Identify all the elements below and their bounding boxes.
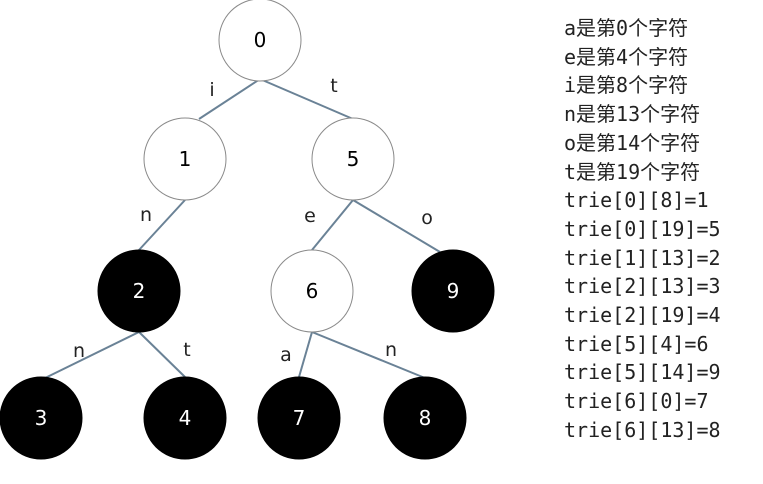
note-line: trie[5][14]=9 <box>564 360 721 385</box>
note-line: trie[6][0]=7 <box>564 389 709 414</box>
node-label-4: 4 <box>179 406 192 430</box>
node-circle-7 <box>257 376 341 460</box>
node-label-3: 3 <box>35 406 48 430</box>
edge-label-5-6: e <box>304 205 316 227</box>
edge-label-0-5: t <box>330 75 337 97</box>
note-line: t是第19个字符 <box>564 159 701 184</box>
edge-5-6 <box>311 199 354 251</box>
node-0: 0 <box>218 0 302 82</box>
node-circle-6 <box>270 249 354 333</box>
edge-2-3 <box>40 331 140 381</box>
note-line: trie[6][13]=8 <box>564 417 721 442</box>
node-circle-1 <box>143 117 227 201</box>
note-line: n是第13个字符 <box>564 102 701 127</box>
edge-0-5 <box>259 78 354 120</box>
edges-layer <box>40 78 441 381</box>
edge-6-7 <box>298 331 313 378</box>
note-line: trie[0][19]=5 <box>564 216 721 241</box>
note-line: trie[0][8]=1 <box>564 188 709 213</box>
edge-label-0-1: i <box>209 79 214 101</box>
edge-0-1 <box>198 78 261 120</box>
edge-label-2-4: t <box>183 339 190 361</box>
edge-label-5-9: o <box>421 207 433 229</box>
node-6: 6 <box>270 249 354 333</box>
note-line: o是第14个字符 <box>564 130 701 155</box>
note-line: i是第8个字符 <box>564 73 689 98</box>
edge-1-2 <box>138 199 186 251</box>
edge-label-1-2: n <box>140 204 152 226</box>
node-5: 5 <box>311 117 395 201</box>
node-7: 7 <box>257 376 341 460</box>
notes-list: a是第0个字符 e是第4个字符 i是第8个字符 n是第13个字符 o是第14个字… <box>564 14 721 445</box>
node-circle-4 <box>143 376 227 460</box>
nodes-layer: 0 1 5 2 6 9 3 4 7 8 <box>0 0 495 460</box>
node-4: 4 <box>143 376 227 460</box>
node-circle-3 <box>0 376 83 460</box>
node-1: 1 <box>143 117 227 201</box>
node-label-7: 7 <box>293 406 306 430</box>
edge-5-9 <box>352 199 441 253</box>
node-circle-8 <box>383 376 467 460</box>
node-circle-0 <box>218 0 302 82</box>
node-label-1: 1 <box>179 147 192 171</box>
node-label-2: 2 <box>133 279 146 303</box>
edge-label-6-7: a <box>280 344 292 366</box>
node-label-5: 5 <box>347 147 360 171</box>
node-label-8: 8 <box>419 406 432 430</box>
node-circle-5 <box>311 117 395 201</box>
edge-2-4 <box>138 331 186 378</box>
note-line: trie[2][13]=3 <box>564 274 721 299</box>
note-line: trie[1][13]=2 <box>564 245 721 270</box>
edge-6-8 <box>311 331 426 379</box>
node-label-6: 6 <box>306 279 319 303</box>
node-label-0: 0 <box>254 28 267 52</box>
node-circle-9 <box>411 249 495 333</box>
node-3: 3 <box>0 376 83 460</box>
node-9: 9 <box>411 249 495 333</box>
node-label-9: 9 <box>447 279 460 303</box>
note-line: a是第0个字符 <box>564 16 689 40</box>
edge-labels-layer: i t n e o n t a n <box>73 75 433 366</box>
note-line: trie[2][19]=4 <box>564 303 721 328</box>
node-circle-2 <box>97 249 181 333</box>
node-2: 2 <box>97 249 181 333</box>
edge-label-6-8: n <box>385 339 397 361</box>
node-8: 8 <box>383 376 467 460</box>
note-line: trie[5][4]=6 <box>564 331 709 356</box>
note-line: e是第4个字符 <box>564 44 689 69</box>
edge-label-2-3: n <box>73 340 85 362</box>
